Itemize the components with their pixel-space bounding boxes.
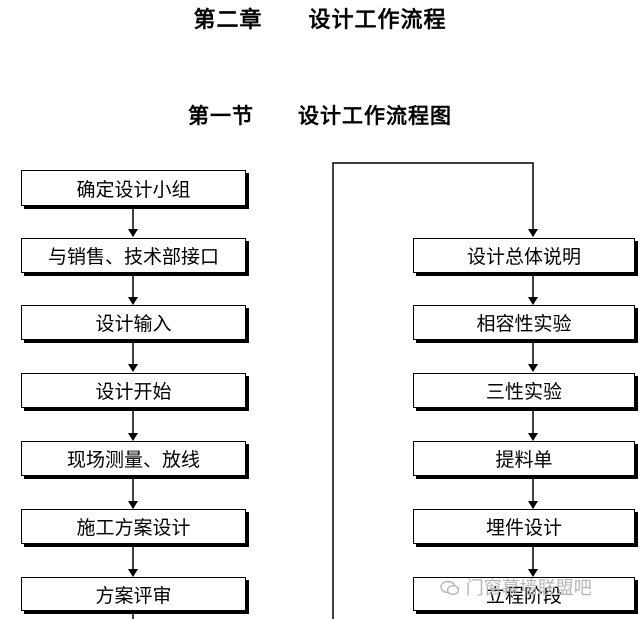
flow-step-plan-review: 方案评审 (21, 577, 246, 611)
flow-step-compatibility-test: 相容性实验 (413, 305, 635, 340)
section-title: 第一节 设计工作流程图 (188, 103, 452, 128)
flow-step-site-survey: 现场测量、放线 (21, 441, 246, 476)
step-label: 与销售、技术部接口 (47, 246, 219, 268)
flow-step-project-stage: 立程阶段 (413, 577, 635, 611)
flow-step-form-design-team: 确定设计小组 (21, 170, 246, 206)
flow-step-three-property-test: 三性实验 (413, 373, 635, 408)
flow-step-design-overview: 设计总体说明 (413, 238, 635, 273)
step-label: 设计输入 (95, 313, 172, 335)
flow-step-sales-tech-interface: 与销售、技术部接口 (21, 238, 246, 273)
step-label: 方案评审 (95, 584, 172, 607)
flow-step-material-list: 提料单 (413, 441, 635, 476)
step-label: 相容性实验 (476, 313, 572, 335)
step-label: 埋件设计 (485, 517, 562, 539)
flow-step-design-start: 设计开始 (21, 373, 246, 408)
step-label: 确定设计小组 (76, 178, 191, 201)
step-label: 设计开始 (95, 381, 172, 403)
watermark-text: 门窗幕墙联盟吧 (465, 578, 592, 599)
step-label: 现场测量、放线 (66, 449, 200, 471)
chapter-title: 第二章 设计工作流程 (193, 7, 447, 33)
step-label: 设计总体说明 (466, 246, 581, 268)
flow-step-construction-plan: 施工方案设计 (21, 509, 246, 544)
connector-to-right-column (332, 162, 538, 619)
flow-step-embedded-parts-design: 埋件设计 (413, 509, 635, 544)
watermark: 门窗幕墙联盟吧 (440, 574, 592, 600)
chat-bubble-icon (440, 580, 460, 596)
step-label: 立程阶段 (485, 584, 562, 607)
flow-step-design-input: 设计输入 (21, 305, 246, 340)
step-label: 提料单 (495, 449, 553, 471)
step-label: 施工方案设计 (76, 517, 191, 539)
step-label: 三性实验 (485, 381, 562, 403)
